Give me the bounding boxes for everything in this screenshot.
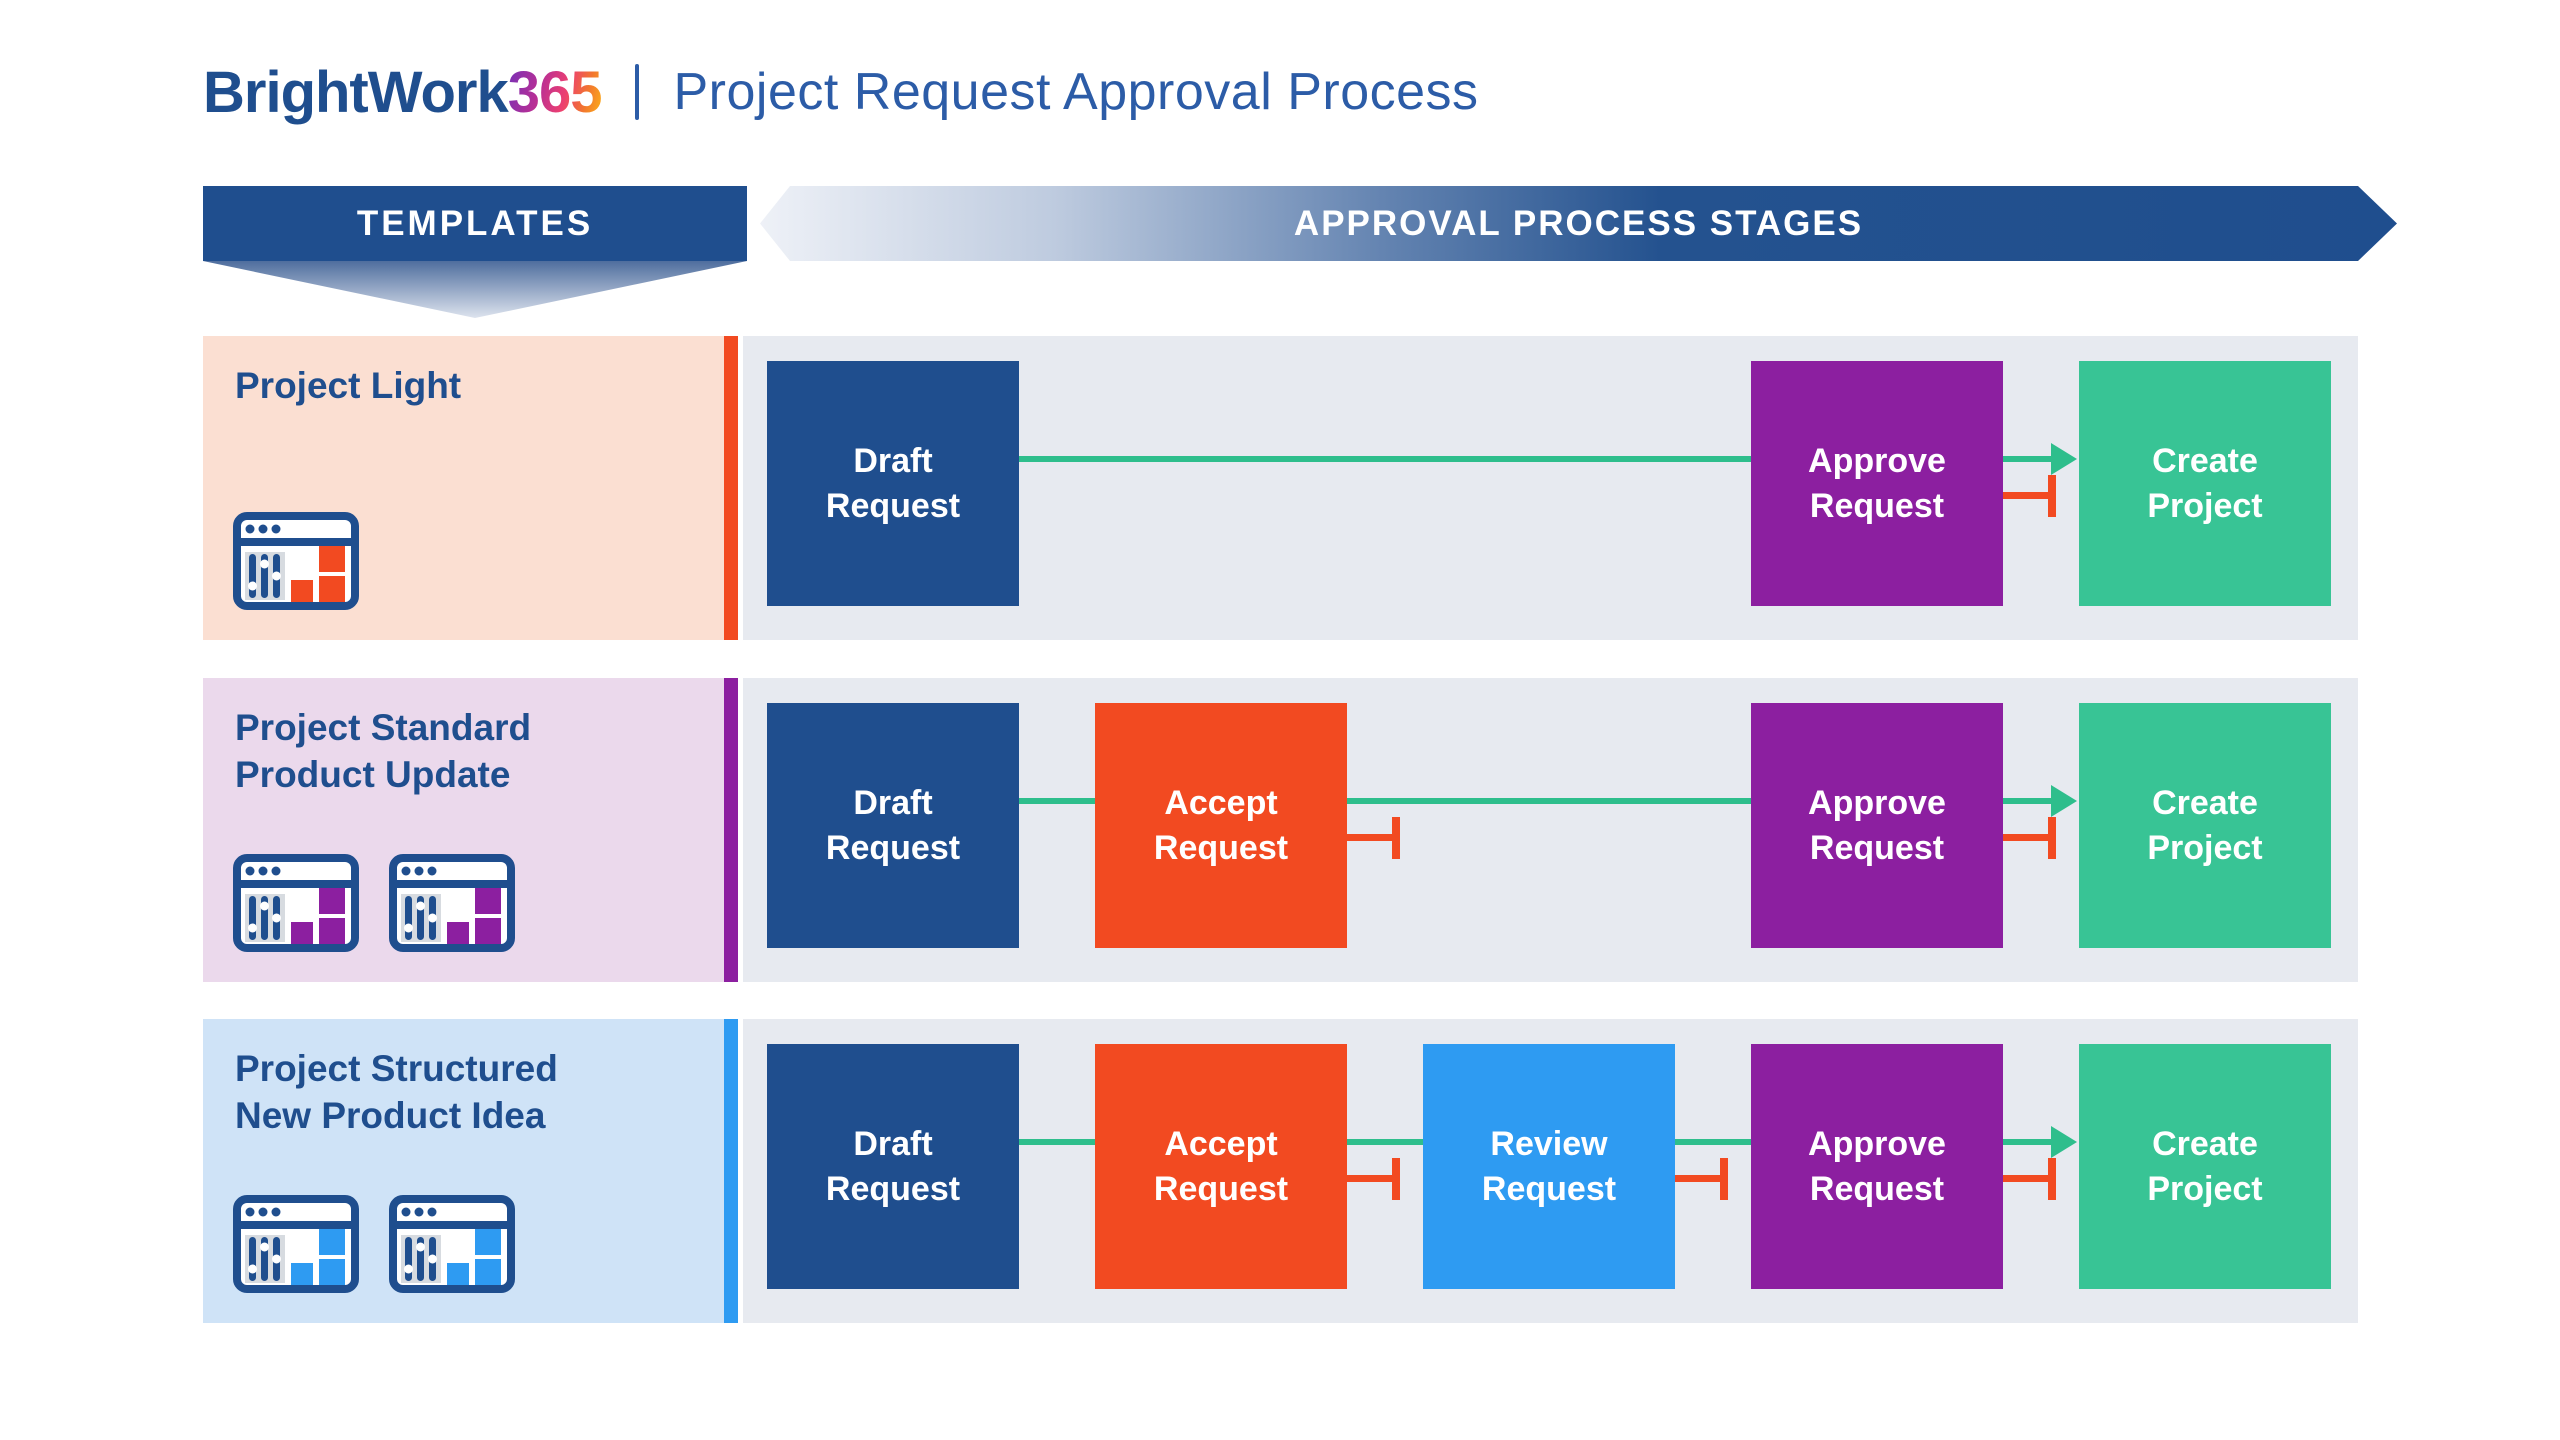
logo-suffix-text: 365 [507,59,603,125]
stage-accept-request: Accept Request [1095,1044,1347,1289]
header-divider [635,64,640,120]
flow-reject-connector [2003,1158,2056,1200]
template-icons [233,1195,515,1293]
templates-banner-pointer [203,261,747,318]
stage-approve-request: Approve Request [1751,703,2003,948]
flow-forward-arrowhead [2051,1126,2077,1158]
stage-create-project: Create Project [2079,361,2331,606]
flow-forward-arrowhead [2051,785,2077,817]
flow-forward-line [1675,1139,1751,1145]
template-accent-bar [724,678,738,982]
templates-banner: TEMPLATES [203,186,747,261]
stage-approve-request: Approve Request [1751,1044,2003,1289]
app-window-icon [233,1195,359,1293]
flow-reject-connector [1347,1158,1400,1200]
lane-project-structured: Project Structured New Product Idea [203,1019,2358,1323]
lane-project-standard: Project Standard Product Update [203,678,2358,982]
template-accent-bar [724,336,738,640]
flow-forward-line [1347,798,1751,804]
page-title: Project Request Approval Process [673,63,1479,121]
flow-forward-arrowhead [2051,443,2077,475]
app-window-icon [233,854,359,952]
template-accent-bar [724,1019,738,1323]
stage-create-project: Create Project [2079,1044,2331,1289]
flow-forward-line [2003,1139,2053,1145]
flow-forward-line [1019,798,1095,804]
stage-approve-request: Approve Request [1751,361,2003,606]
template-panel: Project Standard Product Update [203,678,724,982]
stage-create-project: Create Project [2079,703,2331,948]
template-icons [233,512,359,610]
template-label: Project Standard Product Update [235,707,532,796]
flow-forward-line [2003,456,2053,462]
template-label: Project Structured New Product Idea [235,1048,558,1137]
app-window-icon [233,512,359,610]
flow-forward-line [1019,1139,1095,1145]
stage-review-request: Review Request [1423,1044,1675,1289]
flow-forward-line [1019,456,1751,462]
app-window-icon [389,1195,515,1293]
flow-reject-connector [1675,1158,1728,1200]
stage-draft-request: Draft Request [767,1044,1019,1289]
template-panel: Project Structured New Product Idea [203,1019,724,1323]
flow-reject-connector [1347,817,1400,859]
flow-reject-connector [2003,475,2056,517]
brightwork365-logo: BrightWork365 [203,59,603,126]
logo-brand-text: BrightWork [203,59,509,125]
stage-draft-request: Draft Request [767,703,1019,948]
flow-forward-line [2003,798,2053,804]
stage-draft-request: Draft Request [767,361,1019,606]
template-icons [233,854,515,952]
header: BrightWork365 Project Request Approval P… [203,52,1479,132]
templates-banner-label: TEMPLATES [356,203,594,243]
app-window-icon [389,854,515,952]
approval-stages-banner-label: APPROVAL PROCESS STAGES [1293,203,1864,243]
approval-stages-banner: APPROVAL PROCESS STAGES [760,186,2397,261]
lane-project-light: Project Light Draft Request Approve [203,336,2358,640]
flow-reject-connector [2003,817,2056,859]
flow-forward-line [1347,1139,1423,1145]
stage-accept-request: Accept Request [1095,703,1347,948]
template-label: Project Light [235,365,462,406]
template-panel: Project Light [203,336,724,640]
